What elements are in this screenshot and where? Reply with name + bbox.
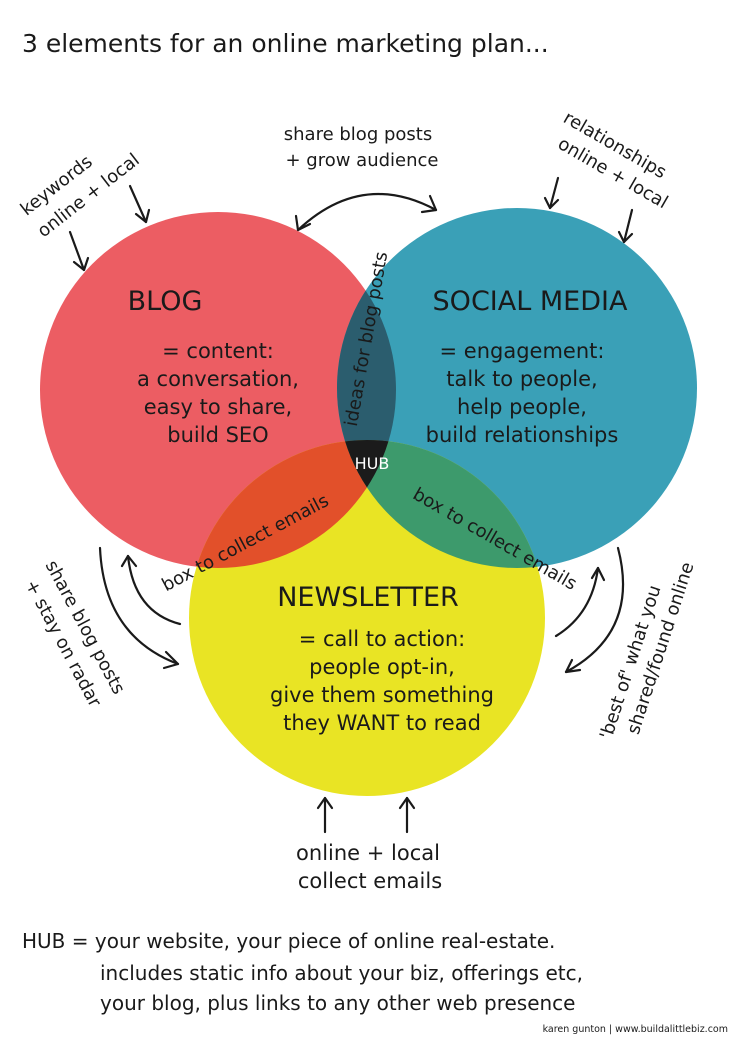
newsletter-line-4: they WANT to read (283, 711, 481, 735)
newsletter-line-1: = call to action: (299, 627, 466, 651)
bottom-annotation-line-1: online + local (296, 841, 440, 865)
left-arrow-upper-head (120, 554, 138, 568)
left-arrow-lower-head (162, 650, 180, 670)
page-title: 3 elements for an online marketing plan.… (22, 29, 549, 58)
top-left-arrow-2 (128, 184, 148, 224)
social-newsletter-overlap (337, 440, 545, 568)
bottom-arrow-left-head (316, 796, 334, 810)
blog-heading: BLOG (128, 286, 203, 317)
social-line-1: = engagement: (440, 339, 605, 363)
newsletter-line-2: people opt-in, (309, 655, 455, 679)
top-right-arrow-1 (548, 176, 560, 210)
blog-line-1: = content: (162, 339, 274, 363)
top-right-arrow-2 (622, 208, 634, 244)
top-arrow (296, 192, 438, 232)
newsletter-heading: NEWSLETTER (277, 582, 459, 613)
footer-line-2: includes static info about your biz, off… (100, 961, 583, 985)
top-right-arrow-1-head (543, 196, 560, 210)
social-line-3: help people, (457, 395, 587, 419)
top-left-arrow-2-head (134, 208, 151, 224)
right-arrow-upper-head (590, 566, 606, 582)
credit-line: karen gunton | www.buildalittlebiz.com (543, 1024, 728, 1035)
blog-newsletter-overlap (189, 440, 396, 568)
blog-line-4: build SEO (167, 423, 268, 447)
right-arrow-upper (554, 566, 600, 638)
top-annotation-line-1: share blog posts (284, 124, 432, 145)
left-arrow-lower (98, 546, 180, 666)
hub-label: HUB (355, 454, 390, 473)
footer-line-1: HUB = your website, your piece of online… (22, 929, 555, 953)
right-arrow-lower-head (564, 658, 582, 674)
top-left-arrow-1 (68, 230, 86, 272)
social-line-4: build relationships (426, 423, 619, 447)
blog-line-2: a conversation, (137, 367, 299, 391)
bottom-annotation-line-2: collect emails (298, 869, 442, 893)
newsletter-line-3: give them something (270, 683, 494, 707)
social-media-heading: SOCIAL MEDIA (433, 286, 628, 317)
top-arrow-head-right (420, 194, 438, 214)
right-arrow-lower (564, 546, 625, 674)
bottom-arrow-right-head (398, 796, 416, 810)
footer-line-3: your blog, plus links to any other web p… (100, 991, 575, 1015)
top-right-arrow-2-head (617, 230, 634, 244)
left-arrow-upper (126, 554, 182, 626)
top-arrow-head-left (294, 214, 312, 232)
top-left-arrow-1-head (72, 256, 90, 272)
blog-line-3: easy to share, (144, 395, 292, 419)
top-annotation-line-2: + grow audience (285, 150, 438, 171)
social-line-2: talk to people, (446, 367, 597, 391)
